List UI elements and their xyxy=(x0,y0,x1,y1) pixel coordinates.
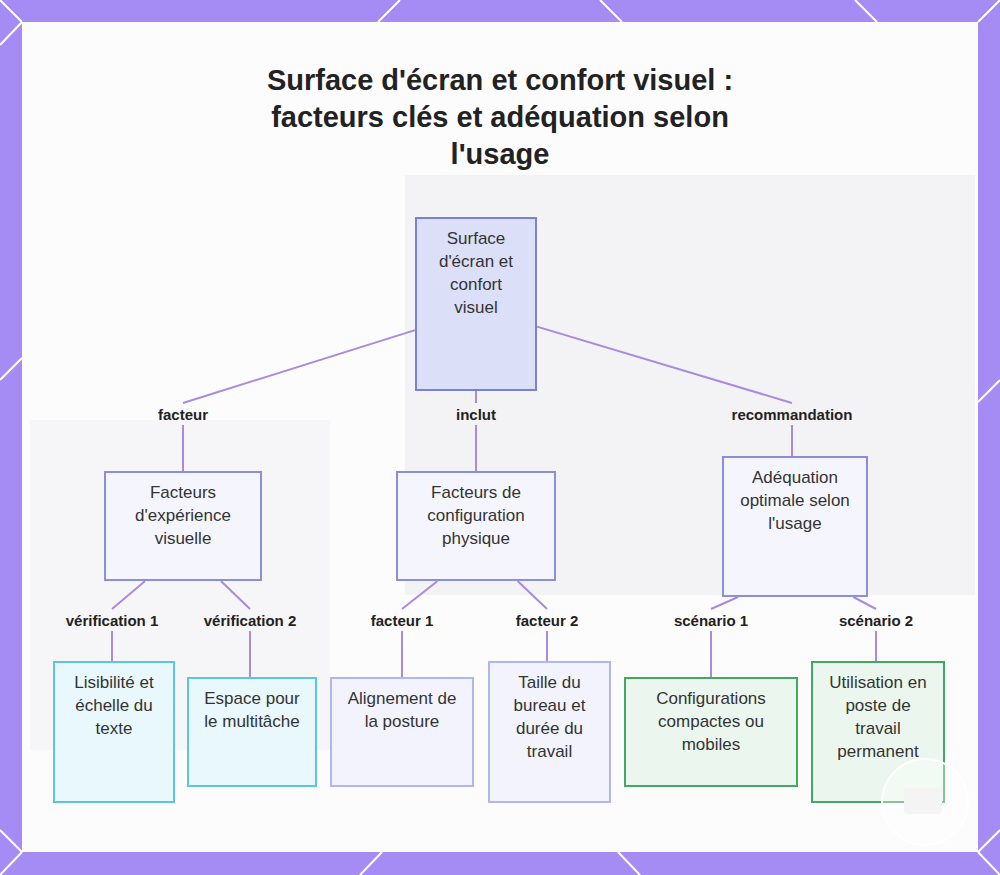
icon-circle xyxy=(882,759,968,845)
corner-line xyxy=(0,830,22,852)
edge-label: vérification 2 xyxy=(204,612,297,629)
edge-label: scénario 2 xyxy=(839,612,913,629)
diagram-title: Surface d'écran et confort visuel : fact… xyxy=(230,62,770,173)
corner-line xyxy=(618,852,640,875)
corner-line xyxy=(0,0,22,22)
box-text: Alignement de la posture xyxy=(342,687,462,733)
concept-box: Configurations compactes ou mobiles xyxy=(624,677,798,787)
corner-line xyxy=(978,830,1000,852)
edge-label: scénario 1 xyxy=(674,612,748,629)
icon-glyph xyxy=(904,788,942,814)
box-text: Facteurs de configuration physique xyxy=(408,481,544,550)
connector-line xyxy=(221,581,250,677)
edge-label: inclut xyxy=(456,406,496,423)
box-text: Utilisation en poste de travail permanen… xyxy=(823,671,933,763)
box-text: Configurations compactes ou mobiles xyxy=(636,687,786,756)
corner-line xyxy=(0,358,22,380)
edge-label: recommandation xyxy=(732,406,853,423)
edge-label: facteur 2 xyxy=(516,612,579,629)
corner-line xyxy=(0,852,22,875)
concept-box: Espace pour le multitâche xyxy=(187,677,317,787)
corner-line xyxy=(600,0,622,22)
connector-line xyxy=(711,597,738,677)
corner-line xyxy=(0,22,22,45)
connector-line xyxy=(853,597,876,661)
connector xyxy=(402,581,438,677)
edge-label: vérification 1 xyxy=(66,612,159,629)
concept-box: Facteurs de configuration physique xyxy=(396,471,556,581)
concept-box: Adéquation optimale selon l'usage xyxy=(722,456,868,597)
corner-line xyxy=(978,380,1000,402)
edge-label: facteur xyxy=(158,406,208,423)
concept-box: Surface d'écran et confort visuel xyxy=(415,217,537,391)
concept-box: Facteurs d'expérience visuelle xyxy=(104,471,262,581)
connector xyxy=(711,597,738,677)
corner-line xyxy=(855,0,877,22)
box-text: Lisibilité et échelle du texte xyxy=(65,671,163,740)
connector xyxy=(853,597,876,661)
connector xyxy=(537,327,792,456)
connector-line xyxy=(475,391,477,471)
connector-line xyxy=(402,581,438,677)
connector xyxy=(221,581,250,677)
box-text: Adéquation optimale selon l'usage xyxy=(734,466,856,535)
box-text: Surface d'écran et confort visuel xyxy=(427,227,525,319)
edge-label: facteur 1 xyxy=(371,612,434,629)
connector-line xyxy=(537,327,792,456)
connector xyxy=(183,330,415,471)
box-text: Espace pour le multitâche xyxy=(199,687,305,733)
corner-line xyxy=(378,0,400,22)
corner-line xyxy=(978,0,1000,22)
concept-box: Alignement de la posture xyxy=(330,677,474,787)
corner-line xyxy=(360,852,382,875)
concept-box: Lisibilité et échelle du texte xyxy=(53,661,175,803)
background-blur xyxy=(405,175,975,595)
concept-box: Taille du bureau et durée du travail xyxy=(488,661,611,803)
corner-line xyxy=(978,852,1000,875)
concept-box: Utilisation en poste de travail permanen… xyxy=(811,661,945,803)
box-text: Taille du bureau et durée du travail xyxy=(500,671,599,763)
connector xyxy=(476,391,477,471)
connector-line xyxy=(183,330,415,471)
box-text: Facteurs d'expérience visuelle xyxy=(116,481,250,550)
